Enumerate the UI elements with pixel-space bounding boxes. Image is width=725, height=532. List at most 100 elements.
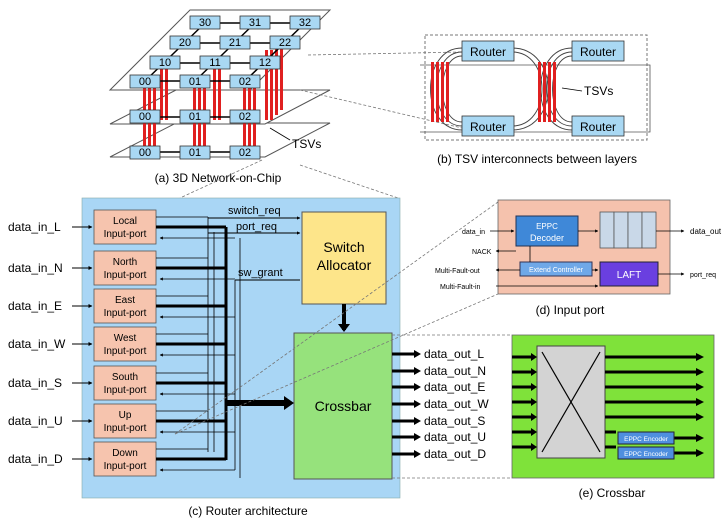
input-port-label-2: Input-port [104,308,147,319]
router-node [219,35,251,50]
crossbar-block [293,332,393,480]
data-out-label-d: data_out [690,227,722,236]
caption-c: (c) Router architecture [188,504,308,518]
input-port-label-2: Input-port [104,385,147,396]
tsv-pointer [269,127,291,141]
switch-allocator-label-1: Switch [323,239,364,255]
router-id: 00 [139,147,151,159]
caption-a: (a) 3D Network-on-Chip [155,171,282,185]
input-port-label-1: Local [113,216,137,227]
router-id: 02 [239,76,251,88]
router-box [571,115,625,137]
extend-controller-label: Extend Controller [529,267,584,274]
tsv-label-b: TSVs [584,84,613,98]
output-arrowhead [414,383,421,391]
output-signal-label: data_out_E [424,380,485,394]
router-node [149,55,181,70]
input-port-label-2: Input-port [104,461,147,472]
input-signal-label: data_in_W [8,337,66,351]
router-box [461,40,515,62]
router-node [229,109,261,124]
input-port-label-2: Input-port [104,270,147,281]
input-port-label-2: Input-port [104,346,147,357]
router-node [179,74,211,89]
port-req-label: port_req [236,221,277,233]
router-id: 02 [239,147,251,159]
multi-fault-out-label: Multi-Fault-out [435,268,480,275]
router-node [129,145,161,160]
eppc-encoder [617,431,675,445]
output-signal-label: data_out_L [424,347,484,361]
input-port-label-1: South [112,372,138,383]
input-signal-label: data_in_D [8,452,63,466]
laft-block [599,261,659,287]
output-signal-label: data_out_D [424,447,486,461]
router-node [229,74,261,89]
router-id: 12 [259,57,271,69]
router-box [461,115,515,137]
extend-controller [519,261,593,277]
multi-fault-in-label: Multi-Fault-in [440,284,481,291]
panel-e-crossbar: EPPC Encoder EPPC Encoder (e) Crossbar [511,334,715,500]
router-id: 00 [139,76,151,88]
switch-allocator [301,211,387,305]
router-id: 30 [199,17,211,29]
router-id: 01 [189,111,201,123]
input-port-label-2: Input-port [104,229,147,240]
output-arrowhead [414,450,421,458]
output-arrowhead [414,400,421,408]
router-node [239,15,271,30]
router-id: 10 [159,57,171,69]
eppc-encoder-label: EPPC Encoder [624,436,669,443]
caption-b: (b) TSV interconnects between layers [437,152,637,166]
eppc-decoder [515,215,579,247]
router-node [179,145,211,160]
router-node [289,15,321,30]
output-arrowhead [414,433,421,441]
panel-c-router: LocalInput-portdata_in_LNorthInput-portd… [8,197,489,518]
router-label: Router [580,45,616,59]
eppc-decoder-label-2: Decoder [530,233,564,243]
router-label: Router [470,45,506,59]
router-id: 31 [249,17,261,29]
input-port-label-1: Up [119,410,132,421]
output-signal-label: data_out_N [424,364,486,378]
output-arrowhead [414,367,421,375]
router-box [571,40,625,62]
router-node [169,35,201,50]
panel-b-tsv: Router Router Router Router TSVs (b) TSV… [420,34,651,166]
input-port-label-1: West [114,333,137,344]
router-node [269,35,301,50]
router-node [189,15,221,30]
input-port-label-1: East [115,295,135,306]
panel-d-input-port: EPPC Decoder Extend Controller LAFT data… [435,199,722,317]
port-req-label-d: port_req [690,272,716,279]
input-signal-label: data_in_E [8,299,62,313]
input-port-block [93,365,157,401]
caption-e: (e) Crossbar [579,486,646,500]
router-id: 20 [179,37,191,49]
router-id: 00 [139,111,151,123]
router-node [249,55,281,70]
eppc-encoder [617,446,675,460]
nack-label: NACK [472,249,492,256]
router-id: 01 [189,76,201,88]
router-node [129,74,161,89]
tsv-label-a: TSVs [292,137,321,151]
output-signal-label: data_out_U [424,430,486,444]
top-layer-routers [129,15,321,89]
router-id: 01 [189,147,201,159]
router-label: Router [580,120,616,134]
router-label: Router [470,120,506,134]
buffer-slots [599,211,657,249]
input-port-block [93,250,157,286]
caption-d: (d) Input port [536,303,605,317]
router-id: 32 [299,17,311,29]
output-signal-label: data_out_S [424,414,485,428]
input-port-label-1: Down [112,448,138,459]
input-port-block [93,441,157,477]
input-signal-label: data_in_L [8,220,61,234]
router-node [129,109,161,124]
router-id: 21 [229,37,241,49]
